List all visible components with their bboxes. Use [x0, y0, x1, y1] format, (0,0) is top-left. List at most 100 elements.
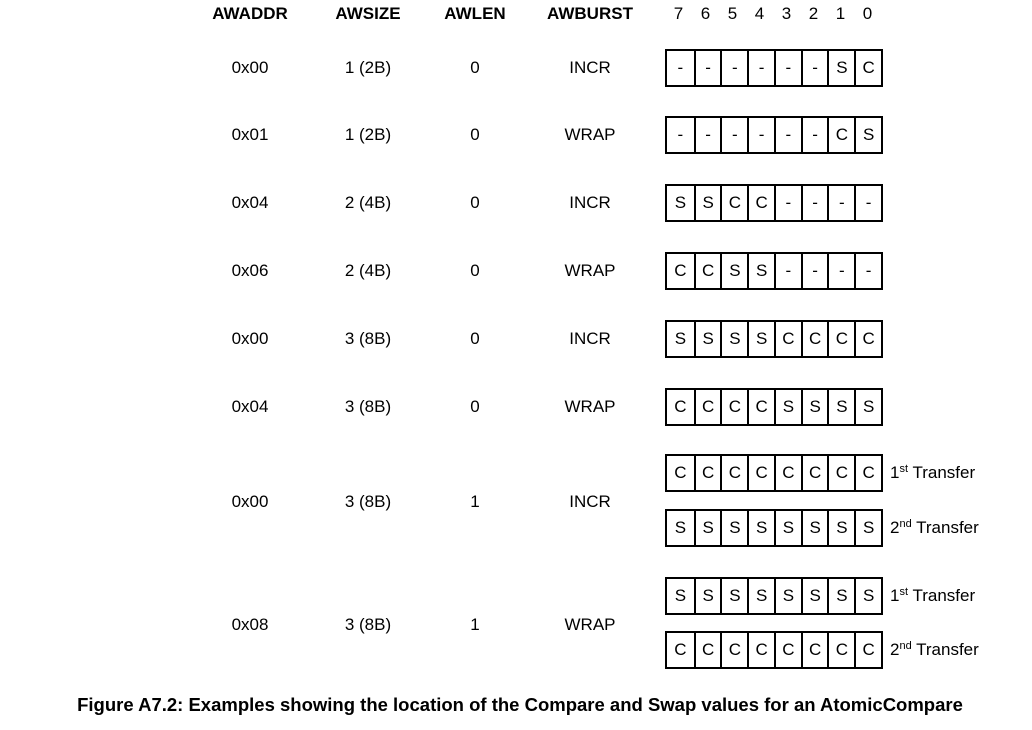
row-awaddr: 0x01	[231, 125, 269, 144]
row-awlen: 1	[470, 615, 480, 634]
byte-lane-cell: C	[674, 261, 687, 280]
byte-lane-cell: S	[674, 193, 687, 212]
row-awburst: WRAP	[564, 261, 616, 280]
byte-lane-cell: -	[773, 118, 801, 152]
transfer-ordinal-suffix: nd	[899, 518, 912, 530]
bit-index-label: 6	[700, 4, 711, 23]
byte-lane-cell: -	[693, 51, 721, 85]
bit-index-label: 4	[754, 4, 765, 23]
row-awaddr: 0x04	[231, 397, 269, 416]
byte-lane-cell: C	[747, 186, 774, 220]
row-awlen: 0	[470, 261, 480, 280]
row-awlen: 0	[470, 193, 480, 212]
byte-lane-cell: C	[693, 456, 721, 490]
byte-lane-cell: -	[747, 118, 774, 152]
byte-lane-cell: C	[693, 633, 721, 667]
row-awsize: 3 (8B)	[344, 329, 392, 348]
byte-lane-cell: C	[827, 456, 854, 490]
row-awaddr: 0x00	[231, 492, 269, 511]
transfer-label: 1st Transfer	[890, 463, 975, 483]
byte-lane-cell: S	[854, 579, 881, 613]
byte-lane-cell: -	[720, 118, 747, 152]
row-awburst: INCR	[569, 58, 611, 77]
byte-lane-cell: S	[693, 511, 721, 545]
byte-lane-cell: S	[747, 511, 774, 545]
row-awlen: 0	[470, 397, 480, 416]
transfer-label: 2nd Transfer	[890, 640, 979, 660]
byte-lane-cell: S	[800, 511, 828, 545]
figure-caption: Figure A7.2: Examples showing the locati…	[77, 694, 963, 715]
row-awlen: 1	[470, 492, 480, 511]
byte-lane-cell: S	[693, 186, 721, 220]
byte-lane-cell: C	[693, 390, 721, 424]
transfer-ordinal: 2	[890, 518, 900, 537]
byte-lane-cell: S	[720, 254, 747, 288]
byte-lane-cell: S	[827, 579, 854, 613]
byte-lane-cell: C	[800, 633, 828, 667]
byte-lane-cell: S	[674, 329, 687, 348]
byte-lane-cell: C	[827, 322, 854, 356]
row-awburst: INCR	[569, 193, 611, 212]
row-awburst: INCR	[569, 329, 611, 348]
transfer-label: 1st Transfer	[890, 586, 975, 606]
header-awburst: AWBURST	[547, 4, 633, 23]
byte-lane-cell: S	[800, 390, 828, 424]
header-awsize: AWSIZE	[335, 4, 401, 23]
byte-lane-cell: -	[677, 58, 684, 77]
byte-lane-cell: S	[720, 579, 747, 613]
byte-lane-cell: S	[827, 511, 854, 545]
row-awsize: 2 (4B)	[344, 261, 392, 280]
byte-lane-cell: -	[677, 125, 684, 144]
byte-lane-cell: S	[693, 322, 721, 356]
byte-lane-cell: S	[773, 390, 801, 424]
row-awsize: 2 (4B)	[344, 193, 392, 212]
byte-lane-cell: C	[854, 322, 881, 356]
byte-lane-cell: C	[800, 322, 828, 356]
byte-lane-cell: -	[693, 118, 721, 152]
byte-lane-cell: -	[854, 186, 881, 220]
row-awburst: INCR	[569, 492, 611, 511]
bit-index-label: 2	[808, 4, 819, 23]
byte-lane-cell: -	[747, 51, 774, 85]
row-awsize: 3 (8B)	[344, 492, 392, 511]
row-awaddr: 0x00	[231, 329, 269, 348]
bit-index-label: 5	[727, 4, 738, 23]
byte-lane-cell: S	[800, 579, 828, 613]
byte-lane-cell: -	[800, 186, 828, 220]
byte-lane-cell: S	[747, 322, 774, 356]
row-awlen: 0	[470, 58, 480, 77]
transfer-text: Transfer	[911, 518, 979, 537]
byte-lane-cell: C	[800, 456, 828, 490]
transfer-ordinal-suffix: st	[899, 463, 909, 475]
byte-lane-cell: S	[747, 579, 774, 613]
byte-lane-cell: S	[854, 511, 881, 545]
byte-lane-cell: -	[773, 186, 801, 220]
row-awaddr: 0x08	[231, 615, 269, 634]
byte-lane-cell: S	[720, 322, 747, 356]
byte-lane-cell: -	[800, 118, 828, 152]
header-awlen: AWLEN	[444, 4, 506, 23]
byte-lane-cell: C	[674, 463, 687, 482]
byte-lane-cell: C	[720, 390, 747, 424]
transfer-ordinal: 2	[890, 640, 900, 659]
row-awlen: 0	[470, 329, 480, 348]
row-awsize: 1 (2B)	[344, 58, 392, 77]
byte-lane-cell: -	[827, 254, 854, 288]
header-awaddr: AWADDR	[212, 4, 288, 23]
transfer-ordinal: 1	[890, 463, 900, 482]
byte-lane-cell: C	[854, 51, 881, 85]
byte-lane-cell: S	[854, 118, 881, 152]
byte-lane-cell: S	[773, 511, 801, 545]
row-awsize: 3 (8B)	[344, 397, 392, 416]
row-awlen: 0	[470, 125, 480, 144]
byte-lane-cell: C	[854, 633, 881, 667]
row-awaddr: 0x06	[231, 261, 269, 280]
bit-index-label: 1	[835, 4, 846, 23]
